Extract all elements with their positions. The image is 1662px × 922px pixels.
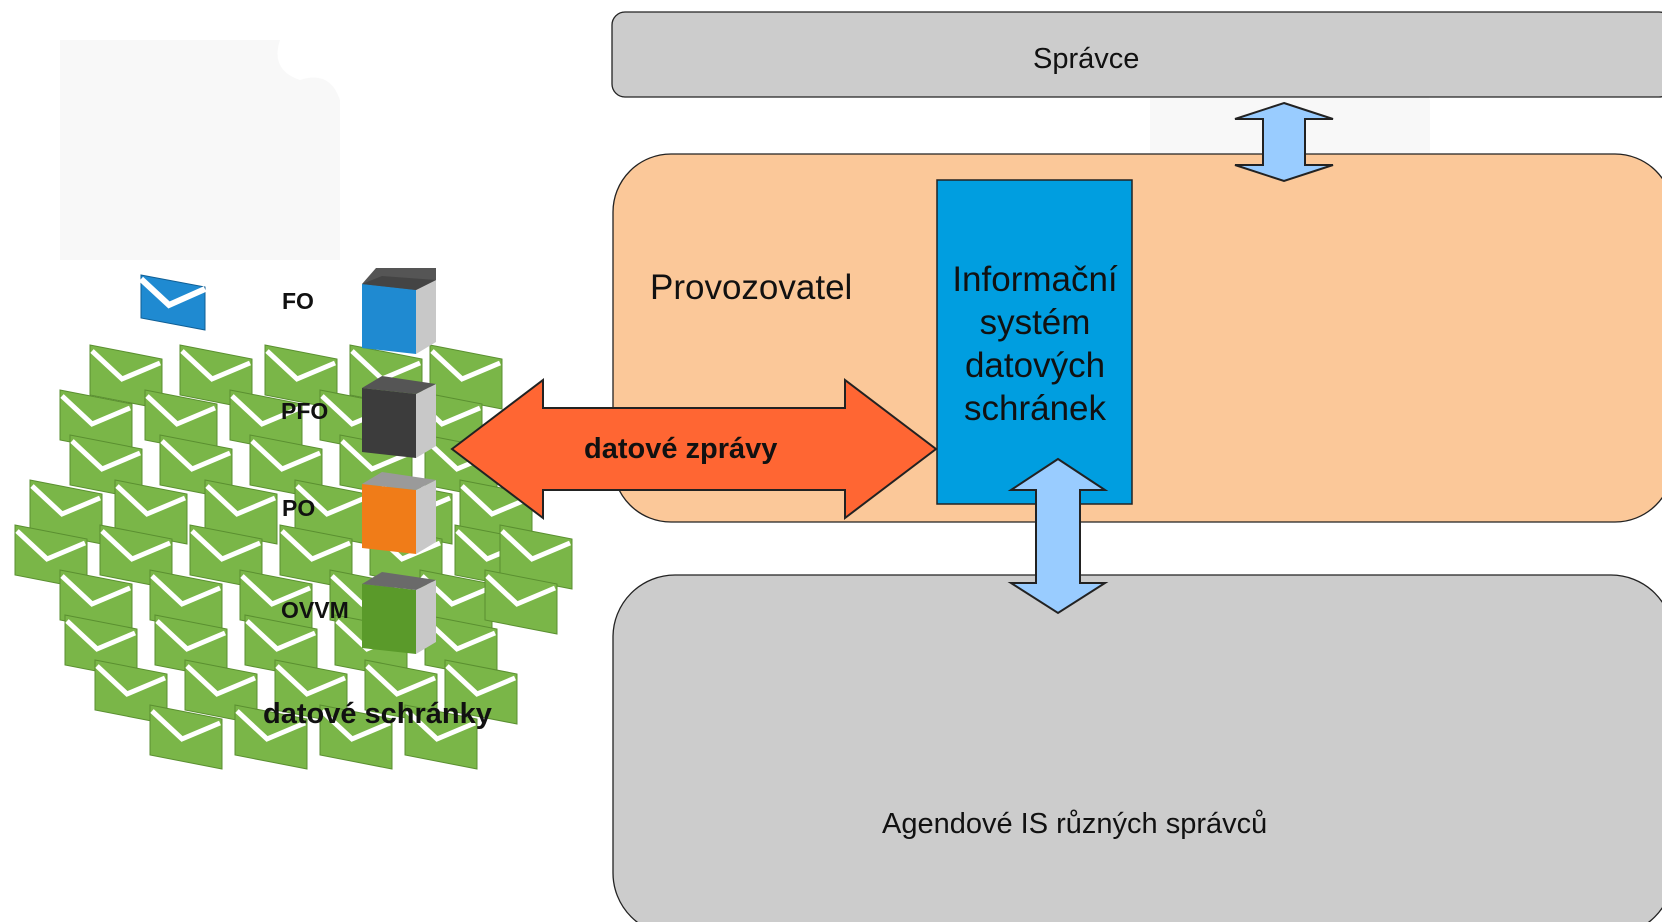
envelope-icon — [149, 704, 223, 770]
cube-fo-icon — [362, 268, 436, 354]
spravce-label: Správce — [1033, 43, 1140, 75]
envelope-icon — [444, 659, 518, 725]
envelope-icon — [319, 704, 393, 770]
provozovatel-label: Provozovatel — [650, 268, 853, 307]
isds-label: Informační systém datových schránek — [952, 260, 1118, 428]
mailbox-fo-label: FO — [282, 288, 314, 314]
envelope-icon — [499, 524, 573, 590]
cube-po-icon — [362, 472, 436, 554]
envelope-icon — [404, 704, 478, 770]
isds-agenda-arrow — [1007, 457, 1109, 615]
envelope-icon — [429, 344, 503, 410]
mailbox-cluster — [14, 328, 583, 798]
spravce-box — [611, 11, 1662, 98]
mailboxes-caption: datové schránky — [263, 698, 492, 730]
envelope-icon — [114, 479, 188, 545]
cube-ovvm-icon — [362, 572, 436, 654]
spravce-provozovatel-arrow — [1234, 101, 1334, 183]
envelope-icon — [94, 659, 168, 725]
envelope-icon — [484, 569, 558, 635]
envelope-icon — [138, 274, 207, 331]
data-messages-label: datové zprávy — [584, 433, 778, 465]
agenda-label: Agendové IS různých správců — [882, 808, 1268, 840]
data-messages-arrow — [450, 377, 938, 521]
envelope-icon — [294, 479, 368, 545]
mailbox-po-label: PO — [282, 495, 316, 521]
envelope-icon — [234, 704, 308, 770]
agenda-box — [612, 574, 1662, 922]
isds-box — [936, 179, 1133, 505]
envelope-grid — [14, 344, 573, 770]
envelope-icon — [264, 344, 338, 410]
mailbox-pfo-label: PFO — [281, 398, 329, 424]
envelope-icon — [204, 479, 278, 545]
envelope-icon — [29, 479, 103, 545]
cube-pfo-icon — [362, 376, 436, 458]
mailbox-ovvm-label: OVVM — [281, 597, 349, 623]
